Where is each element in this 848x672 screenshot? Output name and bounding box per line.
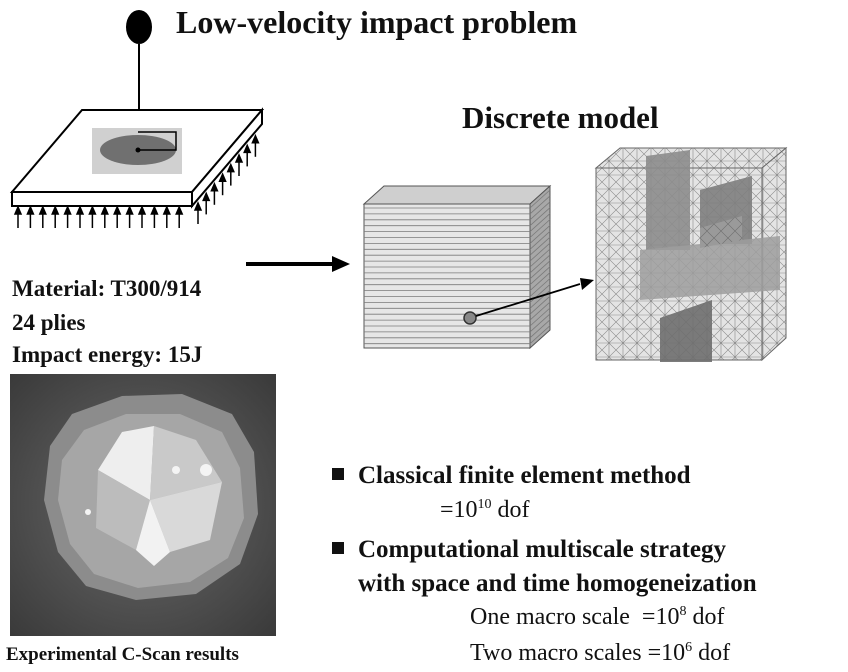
bullet-square-icon [332,542,344,554]
ply-line [529,301,551,321]
ply-line [529,295,551,315]
ply-line [529,278,551,297]
classical-dof-prefix: =10 [440,497,478,523]
support-arrow-head [100,205,109,215]
ply-line [529,272,551,291]
ply-line [529,325,551,344]
support-arrow-head [51,205,60,215]
bullet-classical-fem: Classical finite element method [332,462,691,490]
ply-line [529,290,551,309]
ply-line [529,266,551,285]
ply-line [529,242,551,262]
one-macro-suffix: dof [686,604,725,630]
support-arrow-head [234,153,244,163]
ply-line [529,236,551,256]
support-arrow-head [210,181,219,192]
support-arrow-head [175,205,184,215]
ply-line [529,260,551,280]
ply-line [529,213,551,232]
ply-line [529,254,551,274]
classical-dof: =1010 dof [440,497,530,524]
ply-line [529,248,551,268]
multiscale-label-line2: with space and time homogeneization [358,570,757,597]
ply-line [529,307,551,327]
two-macro-prefix: Two macro scales =10 [470,640,686,666]
ply-line [529,189,551,209]
ply-line [529,201,551,221]
ply-line [529,313,551,333]
support-arrows [13,133,260,228]
support-arrow-head [63,205,72,215]
support-arrow-head [26,205,35,215]
multiscale-label-line1: Computational multiscale strategy [358,536,727,563]
two-macro-suffix: dof [692,640,731,666]
support-arrow-head [162,205,171,215]
impact-energy-label: Impact energy: 15J [12,342,203,367]
discrete-model-label: Discrete model [462,100,659,135]
support-arrow-head [88,205,97,215]
ply-line [529,284,551,303]
classical-dof-suffix: dof [491,497,530,523]
classical-dof-exponent: 10 [477,497,492,512]
plies-label: 24 plies [12,310,86,335]
cscan-caption: Experimental C-Scan results [6,644,239,665]
ply-line [529,225,551,244]
laminate-stack [362,184,594,350]
one-macro-scale-dof: One macro scale =108 dof [470,604,724,631]
ply-line [529,207,551,226]
bullet-multiscale: Computational multiscale strategy [332,536,726,564]
two-macro-exponent: 6 [685,640,693,655]
ply-line [529,319,551,339]
support-arrow-head [150,205,159,215]
cscan-image [10,374,276,636]
support-arrow-head [137,205,147,215]
support-arrow-head [226,162,235,173]
support-arrow-head [243,143,252,154]
support-arrow-head [125,205,134,215]
support-arrow-head [113,205,122,215]
material-label: Material: T300/914 [12,276,202,301]
two-macro-scales-dof: Two macro scales =106 dof [470,640,730,667]
support-arrow-head [13,205,23,215]
ply-line [529,231,551,250]
support-arrow-head [193,201,203,211]
mesh-block [594,146,788,362]
composite-plate [9,107,265,209]
diagram-title: Low-velocity impact problem [176,4,578,40]
one-macro-exponent: 8 [679,604,687,619]
support-arrow-head [38,205,47,215]
ply-line [529,195,551,215]
ply-line [529,219,551,238]
support-arrow-head [218,172,227,182]
one-macro-prefix: One macro scale =10 [470,604,680,630]
support-arrow-head [202,191,211,202]
support-arrow-head [75,205,85,215]
support-arrow-head [251,133,260,144]
classical-fem-label: Classical finite element method [358,462,691,489]
arrow-to-model [246,256,350,272]
bullet-square-icon [332,468,344,480]
